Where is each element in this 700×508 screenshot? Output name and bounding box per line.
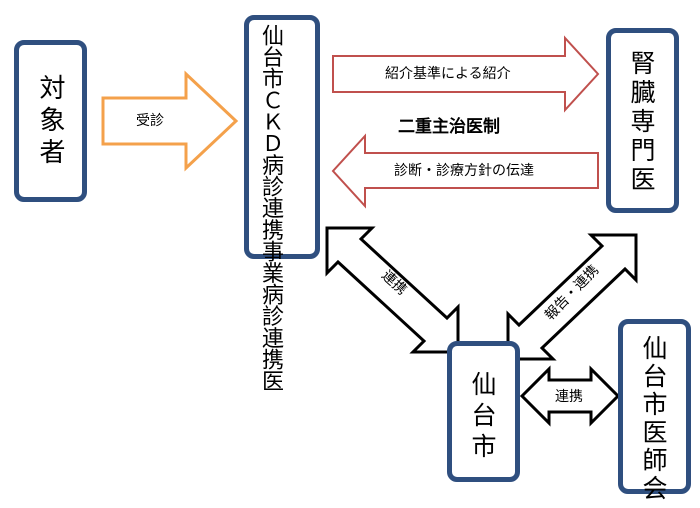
medical-association-box: [618, 319, 691, 494]
consult-label: 受診: [136, 113, 164, 129]
center-title: 二重主治医制: [398, 117, 500, 137]
kidney-specialist-label: 腎臓専門医: [627, 50, 656, 195]
sendai-ckd-label: 仙台市ＣＫＤ病診連携事業病診連携医: [258, 24, 283, 392]
kidney-specialist-box: [606, 28, 679, 213]
referral-arrow: [332, 35, 600, 113]
diagnosis-label: 診断・診療方針の伝達: [394, 163, 534, 179]
referral-label: 紹介基準による紹介: [385, 66, 511, 82]
target-label: 対象者: [35, 74, 65, 170]
sendai-city-box: [447, 341, 520, 482]
target-box: [14, 40, 87, 202]
consult-arrow: [101, 70, 239, 172]
medical-association-label: 仙台市医師会: [639, 335, 668, 503]
sendai-city-label: 仙台市: [468, 371, 497, 464]
link-label-city-assoc: 連携: [555, 389, 583, 405]
sendai-ckd-box: [244, 15, 320, 259]
diagnosis-arrow: [331, 133, 599, 209]
